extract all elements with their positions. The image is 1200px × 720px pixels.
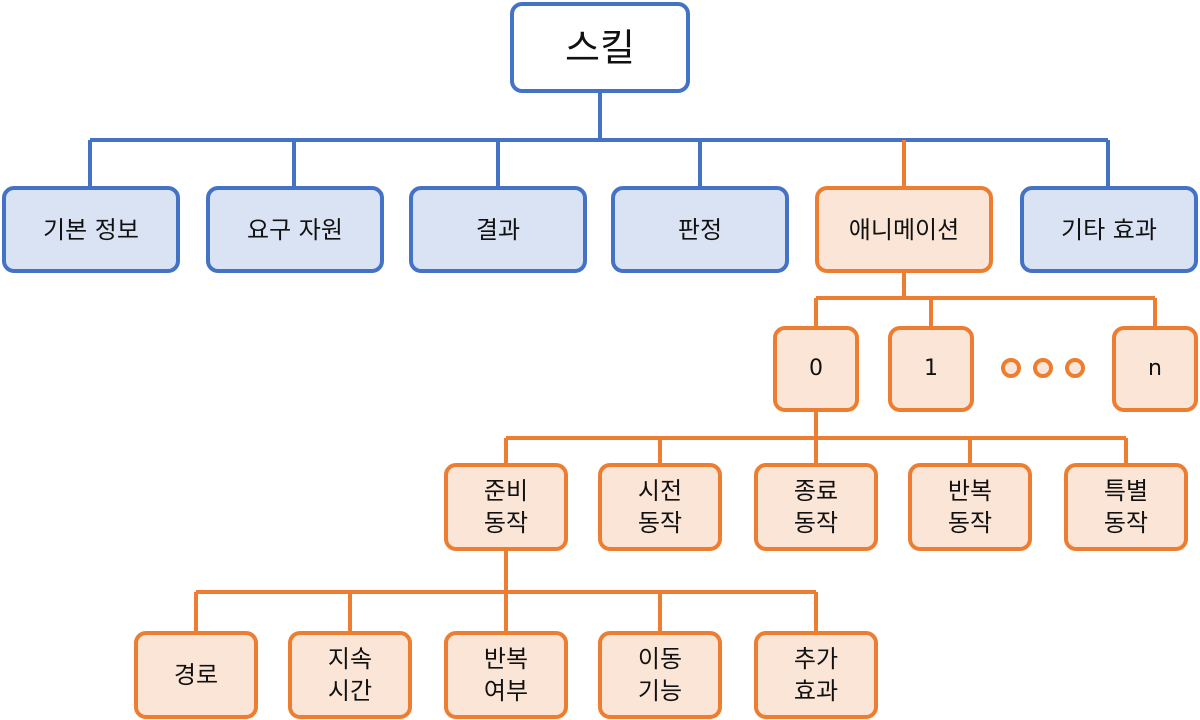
node-required-resources: 요구 자원 [206,186,384,273]
connector-frame0-to-actions [504,412,1128,463]
node-movement: 이동 기능 [598,631,722,719]
node-repeat-flag: 반복 여부 [444,631,568,719]
node-result: 결과 [409,186,587,273]
connector-prep-to-details [194,551,818,631]
node-frame-1: 1 [888,326,974,412]
root-node-skill: 스킬 [510,2,690,93]
connector-root-to-categories [88,93,1110,186]
node-repeat-action: 반복 동작 [908,463,1032,551]
node-judgment: 판정 [611,186,789,273]
ellipsis-dot [1001,358,1021,378]
node-other-effects: 기타 효과 [1020,186,1198,273]
node-frame-n: n [1112,326,1198,412]
node-path: 경로 [134,631,258,719]
node-special-action: 특별 동작 [1064,463,1188,551]
node-duration: 지속 시간 [288,631,412,719]
node-end-action: 종료 동작 [754,463,878,551]
ellipsis-dot [1065,358,1085,378]
node-cast-action: 시전 동작 [598,463,722,551]
node-basic-info: 기본 정보 [2,186,180,273]
connector-animation-to-frames [814,273,1157,326]
node-frame-0: 0 [773,326,859,412]
node-extra-effects: 추가 효과 [754,631,878,719]
node-animation: 애니메이션 [815,186,993,273]
node-prep-action: 준비 동작 [444,463,568,551]
ellipsis-dot [1033,358,1053,378]
